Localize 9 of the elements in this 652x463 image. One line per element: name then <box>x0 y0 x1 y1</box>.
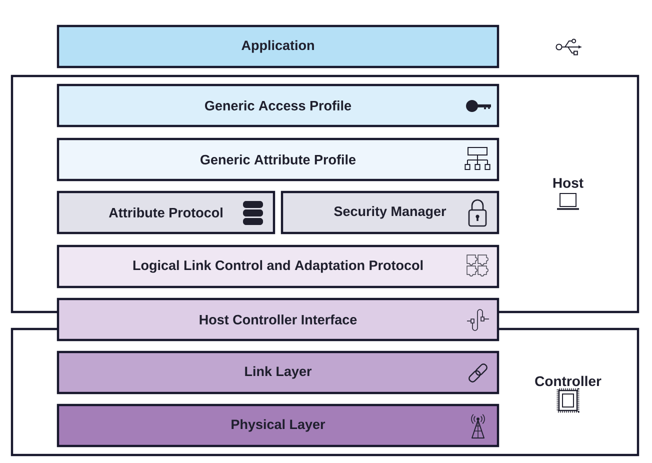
layer-box: Application <box>56 24 500 68</box>
layer-box: Link Layer <box>56 350 500 394</box>
layer-box: Physical Layer <box>56 404 500 448</box>
layer-box: Generic Attribute Profile <box>56 138 500 182</box>
layer-box: Generic Access Profile <box>56 84 500 128</box>
layer-box: Security Manager <box>280 190 500 234</box>
layer-box: Logical Link Control and Adaptation Protocol <box>56 244 500 288</box>
layer-box: Attribute Protocol <box>56 190 276 234</box>
layer-box: Host Controller Interface <box>56 298 500 342</box>
